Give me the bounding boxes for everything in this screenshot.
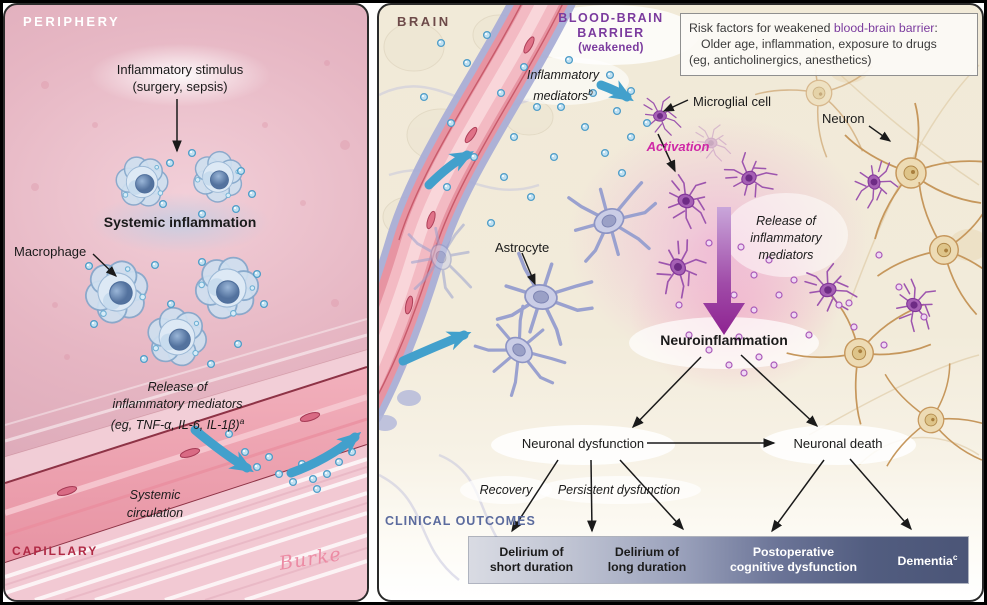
brain-artwork: [379, 5, 982, 581]
release-mediators-label: Release of inflammatory mediators (eg, T…: [110, 380, 245, 433]
outcome-dementia: Dementiac: [897, 552, 958, 569]
circulation-flow-arrow: [286, 431, 362, 478]
macrophage-label: Macrophage: [14, 244, 87, 259]
clinical-outcomes-label: CLINICAL OUTCOMES: [385, 514, 536, 528]
risk-factors-line1: Risk factors for weakened blood-brain ba…: [689, 21, 938, 35]
activation-arrow: [657, 133, 676, 173]
release-into-circulation-arrow: [190, 425, 254, 473]
neuron-label: Neuron: [822, 111, 865, 126]
risk-factors-line3: (eg, anticholinergics, anesthetics): [689, 53, 872, 67]
flowchart-arrows: [511, 354, 912, 533]
microglial-cell-label: Microglial cell: [693, 94, 772, 109]
macrophage-cells: [76, 142, 272, 370]
release-mediators-big-arrow: [703, 207, 745, 335]
brain-panel: BRAIN BLOOD-BRAIN BARRIER (weakened) Ris…: [377, 3, 984, 602]
text-glows: [460, 5, 916, 504]
systemic-inflammation-label: Systemic inflammation: [103, 214, 257, 230]
risk-factors-box: Risk factors for weakened blood-brain ba…: [680, 13, 978, 76]
inflammatory-mediators-label: Inflammatory mediatorsb: [526, 68, 600, 104]
mediators-crossing-arrow: [596, 80, 634, 102]
recovery-label: Recovery: [479, 483, 533, 497]
brain-title: BRAIN: [397, 14, 451, 29]
periphery-panel: PERIPHERY Inflammatory stimulus(surgery,…: [3, 3, 369, 602]
vessel-flow-arrow-lower: [398, 330, 472, 366]
risk-factors-line2: Older age, inflammation, exposure to dru…: [701, 37, 937, 51]
vessel-flow-arrow-upper: [424, 150, 474, 190]
astrocyte-pointer-line: [521, 252, 536, 286]
neuronal-dysfunction-label: Neuronal dysfunction: [521, 436, 645, 451]
macrophage-pointer-line: [92, 253, 118, 277]
capillary-vessel: [5, 318, 367, 600]
activation-label: Activation: [646, 139, 710, 154]
capillary-label: CAPILLARY: [12, 544, 99, 558]
blood-vessel: [379, 5, 576, 431]
astrocyte-label: Astrocyte: [495, 240, 550, 255]
neuron-pointer-line: [868, 125, 892, 142]
persistent-dysfunction-label: Persistent dysfunction: [557, 483, 681, 497]
inflammatory-stimulus-label: Inflammatory stimulus(surgery, sepsis): [116, 62, 244, 94]
tissue-speckles: [31, 60, 350, 360]
blood-brain-barrier-title: BLOOD-BRAIN BARRIER (weakened): [558, 11, 664, 54]
microglial-pointer-line: [662, 99, 689, 112]
neuroinflammation-label: Neuroinflammation: [660, 332, 788, 348]
periphery-title: PERIPHERY: [23, 14, 121, 29]
periphery-artwork: [5, 60, 367, 600]
neuronal-death-label: Neuronal death: [793, 436, 883, 451]
